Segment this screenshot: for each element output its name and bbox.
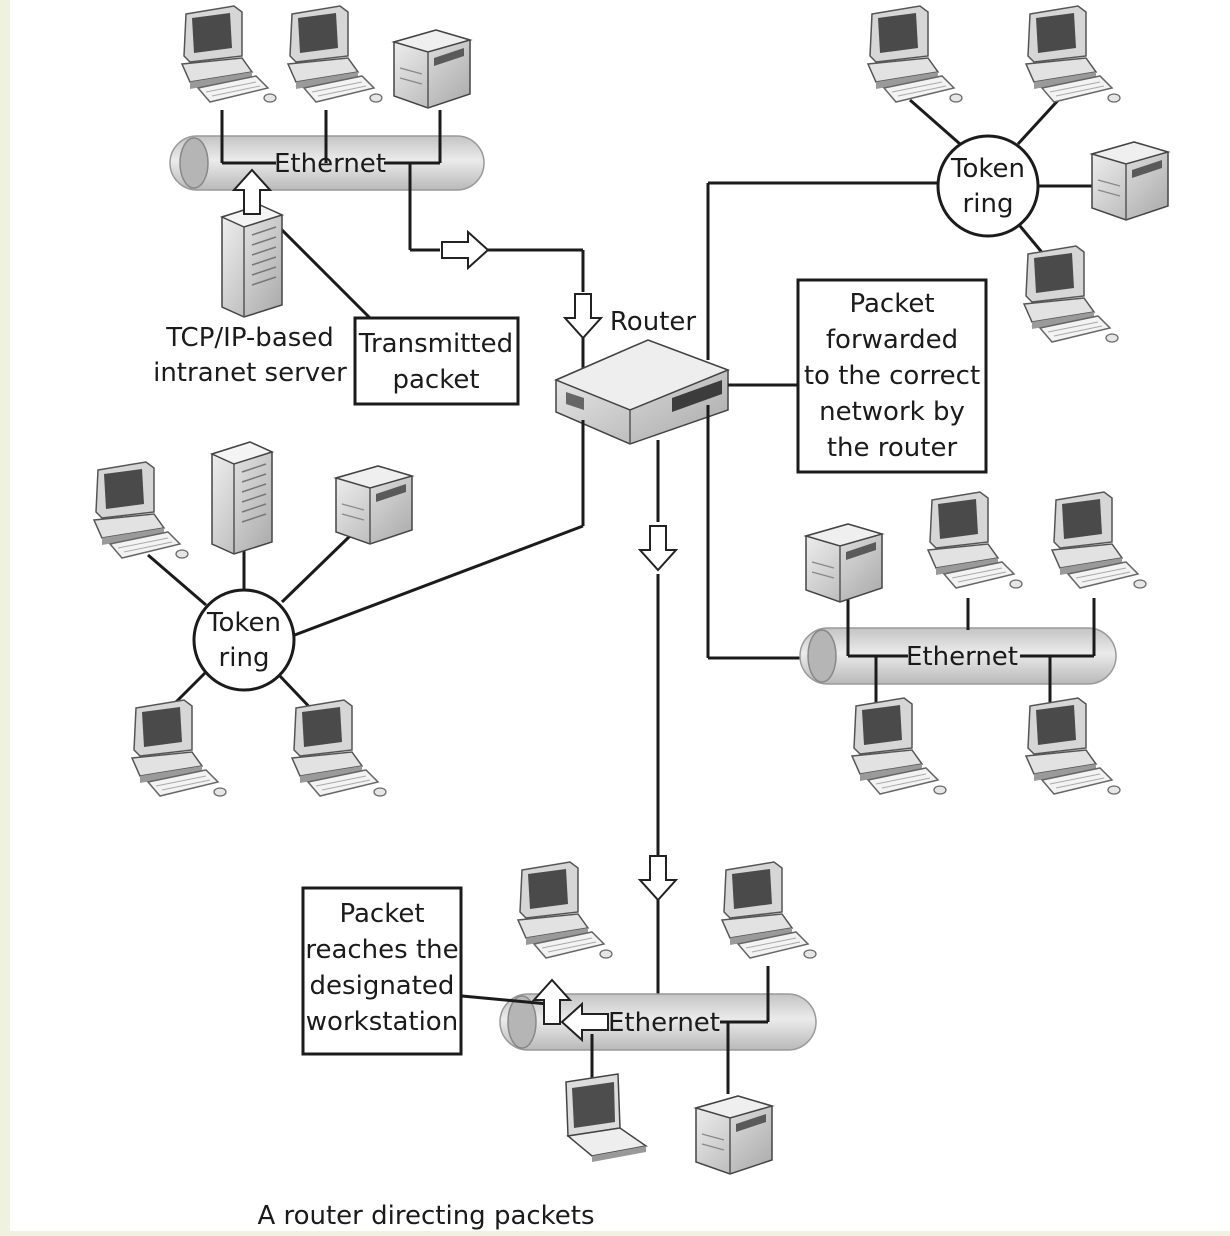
server-label: TCP/IP-based intranet server xyxy=(153,323,347,388)
ethernet-cable-right xyxy=(799,627,1117,685)
router-label: Router xyxy=(610,307,696,337)
ethernet-label-top: Ethernet xyxy=(274,149,386,179)
svg-text:forwarded: forwarded xyxy=(826,325,958,355)
svg-text:reaches the: reaches the xyxy=(305,935,458,965)
svg-text:Transmitted: Transmitted xyxy=(358,329,513,359)
svg-text:Token: Token xyxy=(206,608,281,638)
ethernet-bottom-wiring xyxy=(461,966,770,1094)
svg-text:packet: packet xyxy=(392,365,479,395)
router-wiring xyxy=(291,181,940,996)
server-icon xyxy=(221,204,283,318)
printer-icon xyxy=(1091,141,1169,221)
router-icon xyxy=(554,339,731,445)
ethernet-right-wiring xyxy=(846,598,1096,704)
svg-text:Packet: Packet xyxy=(339,899,424,929)
svg-text:the router: the router xyxy=(827,433,958,463)
transmitted-packet-callout: Transmitted packet xyxy=(353,316,520,406)
ethernet-top-wiring xyxy=(220,110,585,375)
token-ring-top xyxy=(936,134,1040,238)
printer-icon xyxy=(393,29,471,109)
packet-forwarded-callout: Packet forwarded to the correct network … xyxy=(796,278,988,474)
token-ring-left xyxy=(192,588,296,692)
svg-text:workstation: workstation xyxy=(306,1007,458,1037)
svg-text:ring: ring xyxy=(219,643,270,673)
server-icon xyxy=(211,441,273,555)
svg-text:Packet: Packet xyxy=(849,289,934,319)
printer-icon xyxy=(335,465,413,545)
svg-text:intranet server: intranet server xyxy=(153,358,347,388)
svg-text:designated: designated xyxy=(310,971,455,1001)
svg-text:to the correct: to the correct xyxy=(804,361,980,391)
printer-icon xyxy=(695,1095,773,1175)
svg-text:ring: ring xyxy=(963,189,1014,219)
svg-text:Token: Token xyxy=(950,154,1025,184)
ethernet-label-bottom: Ethernet xyxy=(608,1008,720,1038)
diagram-caption: A router directing packets xyxy=(257,1201,594,1231)
packet-reaches-callout: Packet reaches the designated workstatio… xyxy=(301,886,463,1056)
printer-icon xyxy=(805,523,883,603)
svg-text:TCP/IP-based: TCP/IP-based xyxy=(165,323,334,353)
ethernet-label-right: Ethernet xyxy=(906,642,1018,672)
svg-text:network by: network by xyxy=(819,397,965,427)
